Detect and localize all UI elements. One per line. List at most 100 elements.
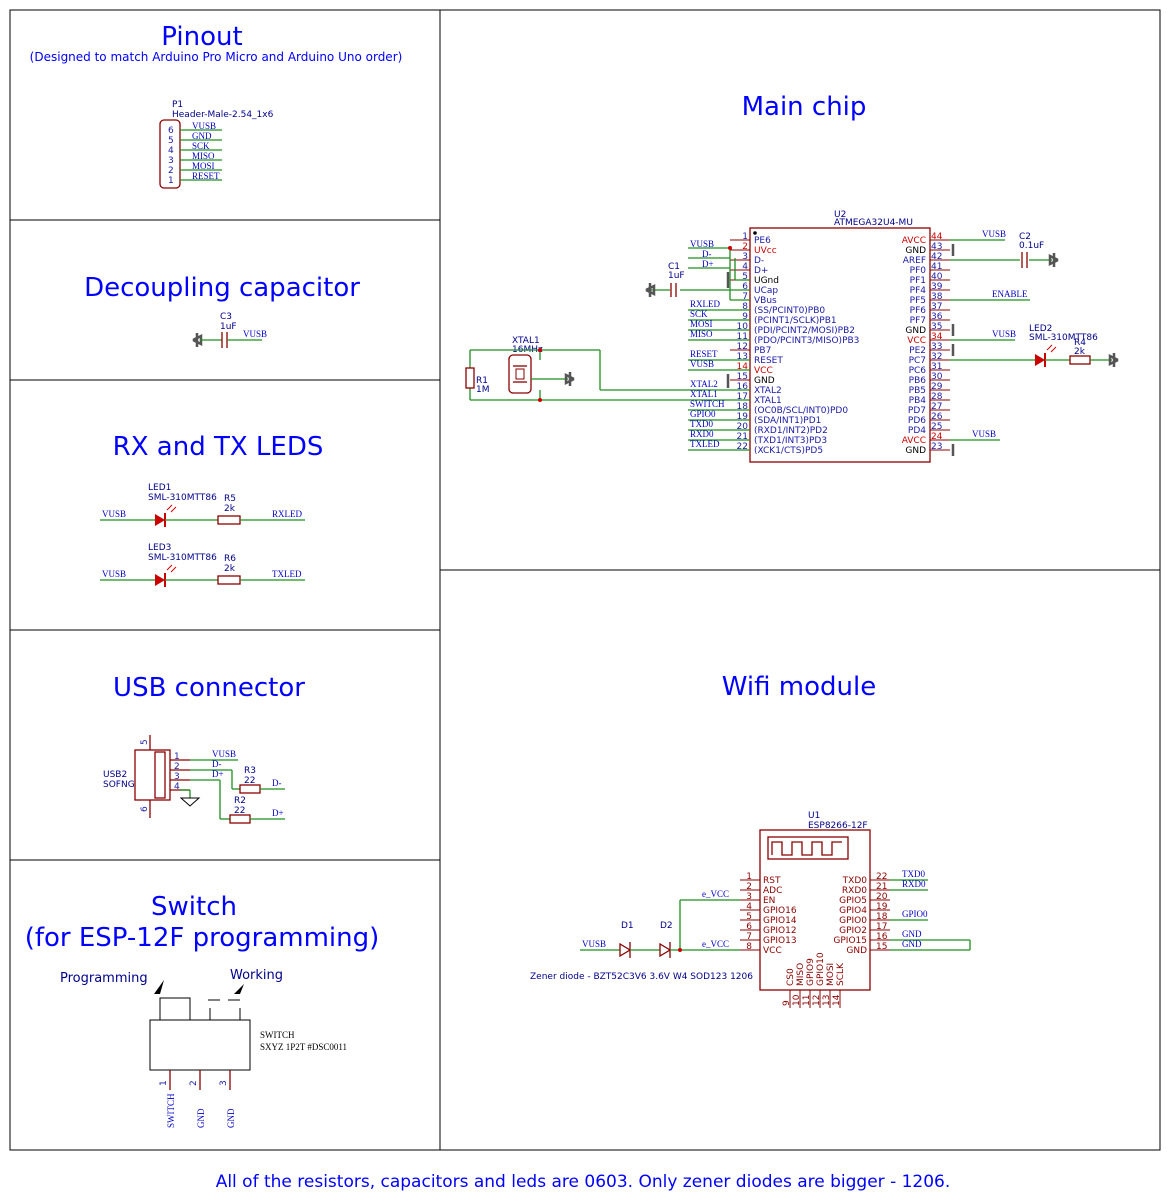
p1-pin-number: 5 <box>168 136 174 146</box>
led1-value: SML-310MTT86 <box>148 493 217 503</box>
u2-right-pin-name: PE2 <box>909 346 926 356</box>
u1-bottom-pin-name: GPIO9 <box>806 958 816 986</box>
c3-value: 1uF <box>220 322 237 332</box>
u1-right-pin-name: GPIO15 <box>833 936 867 946</box>
u1-left-pin-name: EN <box>763 896 775 906</box>
u1-left-pin-number: 2 <box>746 882 752 892</box>
u2-right-pin-number: 30 <box>931 372 943 382</box>
led1-net-out: RXLED <box>272 509 302 519</box>
u1-left-pin-number: 3 <box>746 892 752 902</box>
u2-right-pin-name: AVCC <box>902 236 926 246</box>
u2-left-net-label: GPIO0 <box>690 409 716 419</box>
u2-right-pin-name: PB4 <box>909 396 927 406</box>
u1-left-pin-name: GPIO14 <box>763 916 797 926</box>
r2-net: D+ <box>272 808 284 818</box>
u2-right-pin-number: 37 <box>931 302 942 312</box>
u2-left-pin-number: 4 <box>742 262 748 272</box>
p1-pin-net: MOSI <box>192 161 215 171</box>
u1-left-pin-number: 7 <box>746 932 752 942</box>
d1-ref: D1 <box>621 921 634 931</box>
u2-right-net-enable: ENABLE <box>992 289 1028 299</box>
c3-capacitor: C3 1uF VUSB <box>192 312 267 348</box>
u1-left-pin-name: VCC <box>763 946 782 956</box>
u2-left-net-label: XTAL2 <box>690 379 718 389</box>
u1-right-pin-number: 19 <box>876 902 888 912</box>
u2-right-pin-number: 41 <box>931 262 942 272</box>
u1-bottom-pin-name: MISO <box>796 963 806 986</box>
u2-right-pin-name: PF0 <box>910 266 927 276</box>
led3-net-out: TXLED <box>272 569 302 579</box>
c1-ref: C1 <box>668 262 680 272</box>
c2-ref: C2 <box>1019 232 1031 242</box>
xtal1-group: XTAL1 16MHz R1 1M <box>465 336 688 402</box>
u2-right-pin-number: 26 <box>931 412 943 422</box>
pinout-title: Pinout <box>161 22 242 52</box>
u2-left-net-label: XTAL1 <box>690 389 718 399</box>
u1-net-gnd1: GND <box>902 929 922 939</box>
p1-value: Header-Male-2.54_1x6 <box>172 110 274 120</box>
u1-left-pin-number: 6 <box>746 922 752 932</box>
u2-left-pin-number: 15 <box>737 372 748 382</box>
r4-ref: R4 <box>1074 338 1086 348</box>
u2-right-pin-number: 23 <box>931 442 942 452</box>
usb2-pin-top: 5 <box>140 739 150 745</box>
led1-net-in: VUSB <box>102 509 126 519</box>
u2-right-net-vusb3: VUSB <box>972 429 996 439</box>
u1-net-evcc1: e_VCC <box>702 889 729 899</box>
u2-value: ATMEGA32U4-MU <box>834 218 913 228</box>
led1-ref: LED1 <box>148 483 171 493</box>
wifi-title: Wifi module <box>722 672 876 702</box>
u2-left-pin-name: (TXD1/INT3)PD3 <box>754 436 827 446</box>
u2-right-pin-name: PF7 <box>910 316 926 326</box>
r2-ref: R2 <box>234 796 246 806</box>
u2-left-pin-name: UVcc <box>754 246 777 256</box>
u2-left-pin-number: 19 <box>737 412 749 422</box>
u2-left-pin-number: 9 <box>742 312 748 322</box>
usb-title: USB connector <box>113 673 305 703</box>
switch-name: SWITCH <box>260 1030 295 1040</box>
u2-left-pin-name: (PDI/PCINT2/MOSI)PB2 <box>754 326 855 336</box>
r1-ref: R1 <box>476 376 488 386</box>
r5-value: 2k <box>224 504 236 514</box>
u2-right-pin-name: AREF <box>903 256 926 266</box>
switch-part: Programming Working SWITCH SXYZ 1P2T #DS… <box>60 968 347 1128</box>
led3-net-in: VUSB <box>102 569 126 579</box>
usb2-pin-number: 4 <box>174 782 180 792</box>
u1-right-pin-name: GPIO5 <box>839 896 867 906</box>
u1-right-pin-number: 21 <box>876 882 887 892</box>
u2-left-pin-name: VCC <box>754 366 773 376</box>
u2-right-pin-number: 28 <box>931 392 943 402</box>
r5-ref: R5 <box>224 494 236 504</box>
u2-left-pin-name: (SDA/INT1)PD1 <box>754 416 821 426</box>
u2-left-pin-number: 5 <box>742 272 748 282</box>
u2-right-pin-number: 29 <box>931 382 943 392</box>
u2-right-pin-number: 31 <box>931 362 942 372</box>
led3-ref: LED3 <box>148 543 171 553</box>
u1-left-pin-name: GPIO13 <box>763 936 797 946</box>
c2-value: 0.1uF <box>1019 241 1044 251</box>
u1-ref: U1 <box>808 811 820 821</box>
u1-net-rxd0: RXD0 <box>902 879 926 889</box>
section-frames <box>9 9 1161 1151</box>
switch-working-label: Working <box>230 968 283 983</box>
u2-left-pin-name: (PDO/PCINT3/MISO)PB3 <box>754 336 859 346</box>
u2-right-pin-name: PF5 <box>910 296 926 306</box>
u2-right-pin-name: AVCC <box>902 436 926 446</box>
u2-left-pin-name: (PCINT1/SCLK)PB1 <box>754 316 837 326</box>
u1-left-pin-name: ADC <box>763 886 782 896</box>
switch-pin-number: 2 <box>189 1080 199 1086</box>
usb2-pin-number: 3 <box>174 772 180 782</box>
u2-left-net-label: SWITCH <box>690 399 725 409</box>
p1-pin-number: 3 <box>168 156 174 166</box>
p1-pin-number: 1 <box>168 176 174 186</box>
u2-right-pin-name: GND <box>905 446 926 456</box>
u2-left-pin-name: PB7 <box>754 346 771 356</box>
r3-net: D- <box>272 778 282 788</box>
u1-bottom-pin-name: GPIO10 <box>816 952 826 986</box>
u2-left-pin-name: D+ <box>754 266 768 276</box>
u1-bottom-pin-number: 10 <box>792 994 802 1006</box>
r2-value: 22 <box>234 806 245 816</box>
u2-right-pin-number: 40 <box>931 272 943 282</box>
